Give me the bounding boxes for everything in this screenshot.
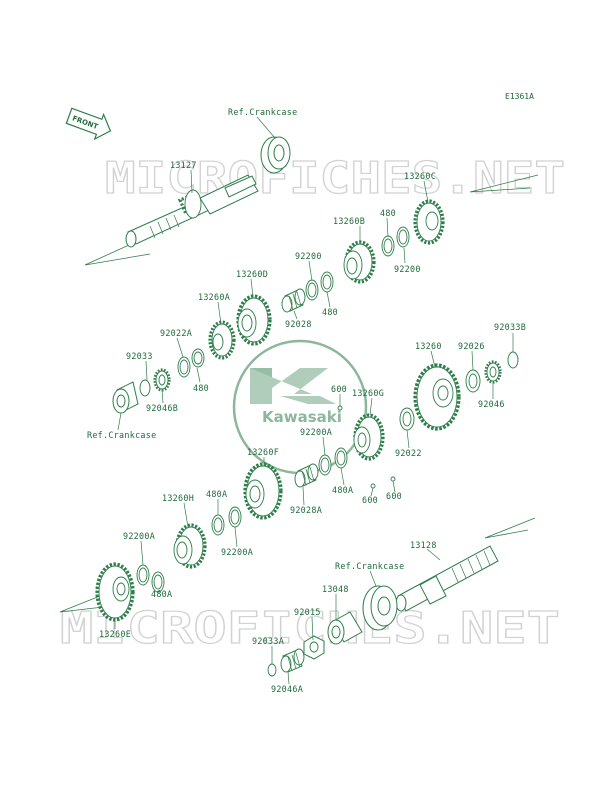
circlip-92033b [507, 351, 519, 369]
bearing-left [112, 381, 139, 414]
label-92046a: 92046A [271, 684, 303, 694]
kawasaki-wordmark: Kawasaki [262, 408, 342, 426]
label-ref-crankcase-bottom: Ref.Crankcase [335, 561, 404, 571]
label-92200-top-right: 92200 [394, 264, 421, 274]
label-480-left: 480 [193, 383, 209, 393]
watermark-top: MICROFICHES.NET [105, 153, 565, 204]
shaft-13128 [395, 545, 499, 612]
label-13260: 13260 [415, 341, 442, 351]
washer-92022 [399, 407, 415, 431]
axis-lines [59, 174, 539, 613]
label-13260g: 13260G [352, 388, 384, 398]
label-92200-mid: 92200 [295, 251, 322, 261]
bearing-92046 [484, 360, 502, 384]
label-13260c: 13260C [404, 171, 436, 181]
label-13260d: 13260D [236, 269, 268, 279]
gear-13260b [343, 240, 376, 284]
washers-mid-top [305, 271, 334, 301]
label-ref-crankcase-left: Ref.Crankcase [87, 430, 156, 440]
label-92026: 92026 [458, 341, 485, 351]
washers-lower-mid [211, 506, 242, 536]
diagram-code: E1361A [505, 92, 534, 101]
label-92200a-left: 92200A [123, 531, 155, 541]
label-13128: 13128 [410, 540, 437, 550]
bearing-92046b [139, 368, 171, 397]
gear-13260 [413, 363, 461, 431]
gear-13260a [208, 320, 236, 360]
label-480a-upper: 480A [206, 489, 227, 499]
kawasaki-logo: Kawasaki [232, 339, 368, 475]
washers-top-right [381, 226, 410, 257]
label-92200a-lower: 92200A [221, 547, 253, 557]
label-92028: 92028 [285, 319, 312, 329]
gear-13260e [95, 562, 135, 622]
label-92022: 92022 [395, 448, 422, 458]
label-13127: 13127 [170, 160, 197, 170]
washers-lower-left [136, 564, 165, 593]
label-600-right: 600 [386, 491, 402, 501]
washers-mid [318, 447, 348, 476]
label-92015: 92015 [294, 607, 321, 617]
label-92046: 92046 [478, 399, 505, 409]
label-92200a-mid: 92200A [300, 427, 332, 437]
label-480-mid: 480 [322, 307, 338, 317]
label-92028a: 92028A [290, 505, 322, 515]
gear-13260d [236, 294, 272, 346]
label-13048: 13048 [322, 584, 349, 594]
label-600-left: 600 [362, 495, 378, 505]
label-ref-crankcase-top: Ref.Crankcase [228, 107, 297, 117]
gear-13260f [243, 462, 283, 520]
label-13260a: 13260A [198, 292, 230, 302]
label-92022a: 92022A [160, 328, 192, 338]
washer-92026 [465, 369, 481, 393]
part-labels: Ref.Crankcase 13127 13260C 480 13260B 92… [87, 107, 526, 694]
leader-lines [114, 116, 514, 685]
bearing-92028 [281, 288, 306, 313]
label-92033: 92033 [126, 351, 153, 361]
washers-left-92022a [177, 348, 205, 378]
bearing-92028a [294, 463, 319, 488]
shaft-13127 [125, 174, 259, 248]
label-480-top: 480 [380, 208, 396, 218]
label-92033a: 92033A [252, 636, 284, 646]
label-13260f: 13260F [247, 447, 279, 457]
bearing-bottom [362, 585, 398, 631]
gear-13260g [353, 413, 385, 461]
label-13260b: 13260B [333, 216, 365, 226]
label-600-top: 600 [331, 384, 347, 394]
gear-13260c [413, 199, 445, 245]
label-480a-lower: 480A [151, 589, 172, 599]
gear-13260h [173, 523, 207, 569]
label-13260h: 13260H [162, 493, 194, 503]
label-480a-mid: 480A [332, 485, 353, 495]
dots-600 [337, 405, 396, 489]
label-92046b: 92046B [146, 403, 178, 413]
label-13260e: 13260E [99, 629, 131, 639]
label-92033b: 92033B [494, 322, 526, 332]
front-arrow: FRONT [65, 107, 112, 141]
